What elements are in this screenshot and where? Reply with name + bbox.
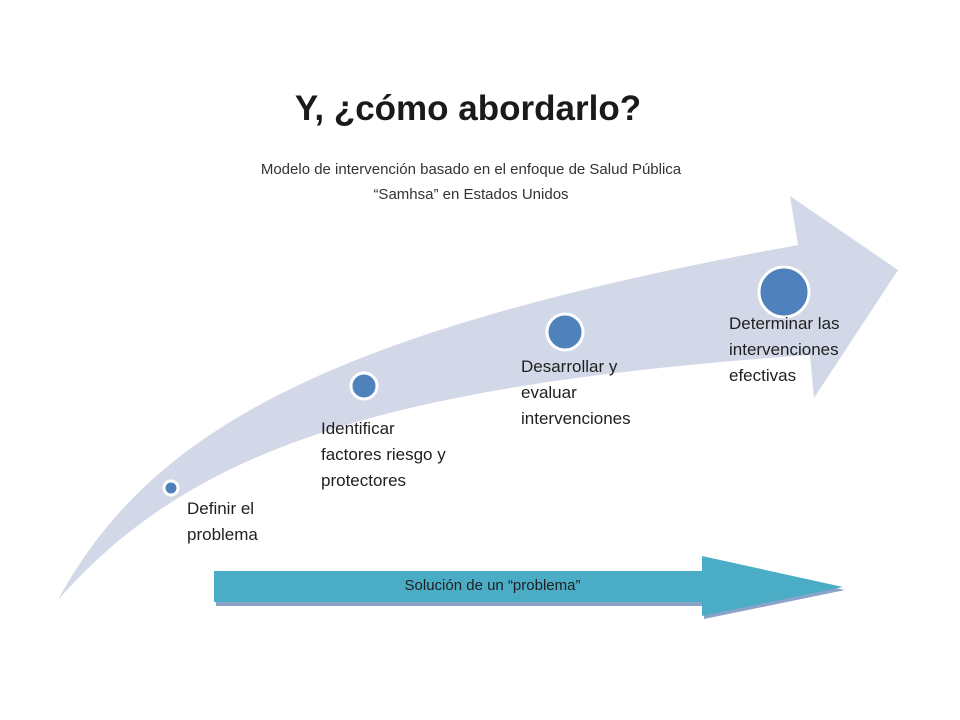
step-node-1 (162, 479, 180, 497)
bottom-arrow (214, 556, 843, 616)
step-label-define-problem: Definir el problema (187, 499, 258, 544)
step-label-determine-effective: Determinar las intervenciones efectivas (729, 314, 840, 385)
bottom-arrow-label: Solución de un “problema” (404, 577, 581, 594)
step-label-develop-evaluate: Desarrollar y evaluar intervenciones (521, 357, 631, 428)
step-node-2 (349, 371, 379, 401)
subtitle-line-1: Modelo de intervención basado en el enfo… (260, 161, 682, 178)
step-node-4 (757, 265, 811, 319)
subtitle-line-2: “Samhsa” en Estados Unidos (373, 186, 569, 203)
slide-title: Y, ¿cómo abordarlo? (294, 89, 642, 129)
step-node-3 (545, 312, 585, 352)
curved-progress-arrow (58, 196, 898, 600)
subtitle: Modelo de intervención basado en el enfo… (150, 157, 792, 207)
step-label-identify-factors: Identificar factores riesgo y protectore… (321, 419, 446, 490)
